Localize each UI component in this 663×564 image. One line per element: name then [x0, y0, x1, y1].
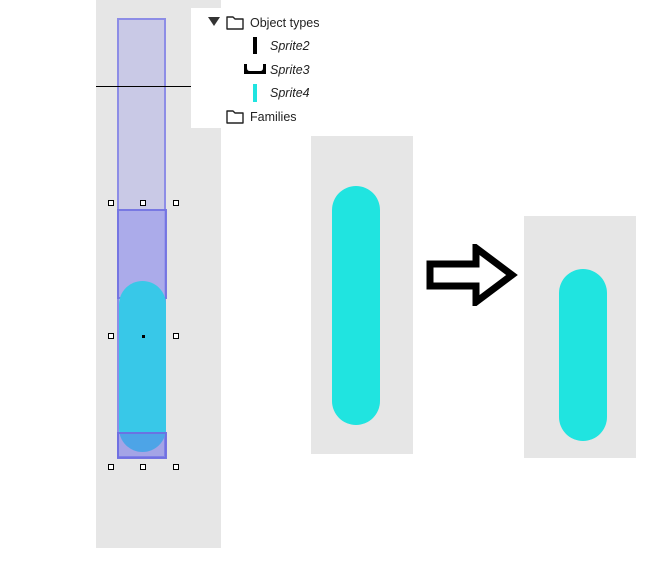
guide-line	[96, 86, 192, 87]
origin-point	[142, 335, 145, 338]
resize-handle-bottom-left[interactable]	[108, 464, 114, 470]
folder-icon	[226, 110, 244, 124]
families-label[interactable]: Families	[250, 110, 297, 124]
sprite2-label[interactable]: Sprite2	[270, 39, 310, 53]
sprite4-thumbnail-icon	[253, 84, 257, 102]
sprite4-instance[interactable]	[119, 281, 166, 452]
sprite3-label[interactable]: Sprite3	[270, 63, 310, 77]
sprite4-label[interactable]: Sprite4	[270, 86, 310, 100]
sprite3-thumbnail-icon	[244, 64, 266, 74]
resize-handle-right[interactable]	[173, 333, 179, 339]
capsule-sprite-before	[332, 186, 380, 425]
folder-icon	[226, 16, 244, 30]
object-types-label[interactable]: Object types	[250, 16, 320, 30]
project-tree-panel	[191, 8, 321, 128]
capsule-sprite-after	[559, 269, 607, 441]
right-arrow-icon	[426, 244, 518, 306]
resize-handle-left[interactable]	[108, 333, 114, 339]
sprite-instance-bottom[interactable]	[117, 432, 167, 459]
resize-handle-bottom-right[interactable]	[173, 464, 179, 470]
sprite2-thumbnail-icon	[253, 37, 257, 54]
resize-handle-top[interactable]	[140, 200, 146, 206]
resize-handle-top-right[interactable]	[173, 200, 179, 206]
resize-handle-bottom[interactable]	[140, 464, 146, 470]
expand-triangle-icon[interactable]	[208, 17, 220, 26]
resize-handle-top-left[interactable]	[108, 200, 114, 206]
